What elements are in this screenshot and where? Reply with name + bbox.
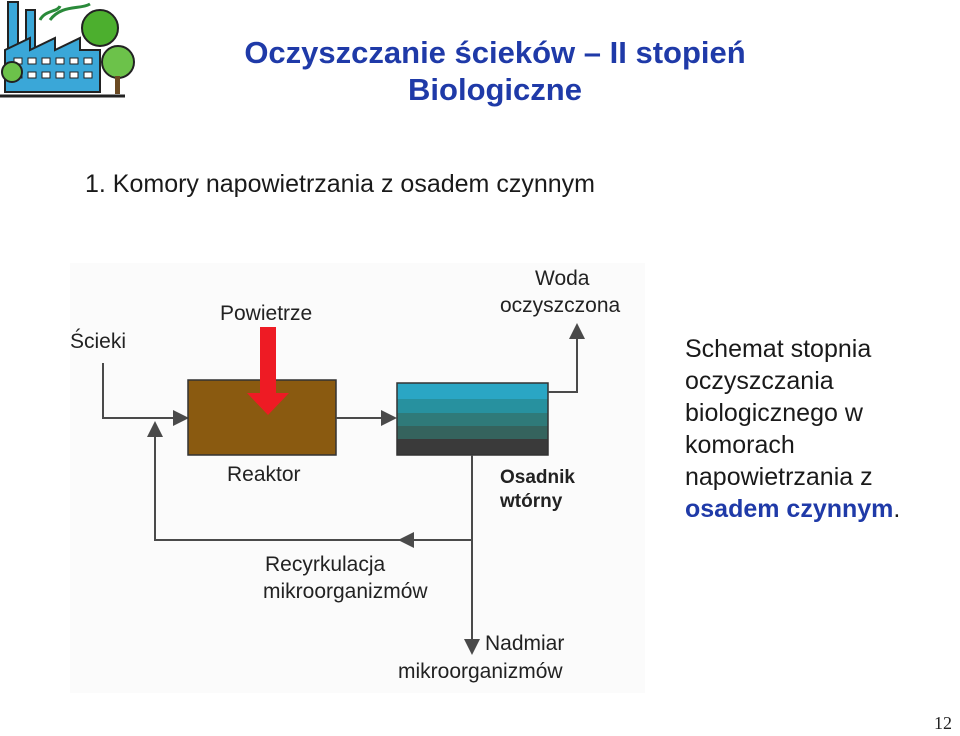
- label-woda: Woda: [535, 267, 590, 290]
- recirculation-return-line: [147, 421, 400, 541]
- label-recyrkulacja: Recyrkulacja: [265, 553, 386, 576]
- activated-sludge-diagram: Ścieki Powietrze Reaktor Woda oczyszczon…: [70, 263, 645, 693]
- page-number: 12: [934, 713, 952, 733]
- section-heading: 1. Komory napowietrzania z osadem czynny…: [85, 170, 595, 198]
- diagram-background: [70, 263, 645, 693]
- description-emphasis: osadem czynnym: [685, 495, 894, 523]
- page-title: Oczyszczanie ścieków – II stopień: [244, 35, 746, 70]
- label-reaktor: Reaktor: [227, 463, 301, 486]
- page-subtitle-title: Biologiczne: [408, 72, 582, 107]
- label-nadmiar-mikroorganizmow: mikroorganizmów: [398, 660, 563, 683]
- label-oczyszczona: oczyszczona: [500, 294, 621, 317]
- label-osadnik: Osadnik: [500, 467, 575, 488]
- label-powietrze: Powietrze: [220, 302, 312, 325]
- inflow-line: [102, 363, 189, 426]
- secondary-settler-tank: [396, 382, 549, 456]
- description-end: .: [893, 495, 901, 523]
- factory-trees-icon: [0, 1, 135, 98]
- description-text: Schemat stopnia oczyszczania biologiczne…: [685, 335, 873, 491]
- diagram-description: Schemat stopnia oczyszczania biologiczne…: [685, 333, 955, 525]
- label-scieki: Ścieki: [70, 329, 126, 353]
- air-arrow-icon: [247, 327, 289, 415]
- label-nadmiar: Nadmiar: [485, 632, 564, 655]
- treated-water-line: [548, 323, 585, 393]
- label-wtorny: wtórny: [499, 491, 563, 512]
- label-recyrkulacja-mikroorganizmow: mikroorganizmów: [263, 580, 428, 603]
